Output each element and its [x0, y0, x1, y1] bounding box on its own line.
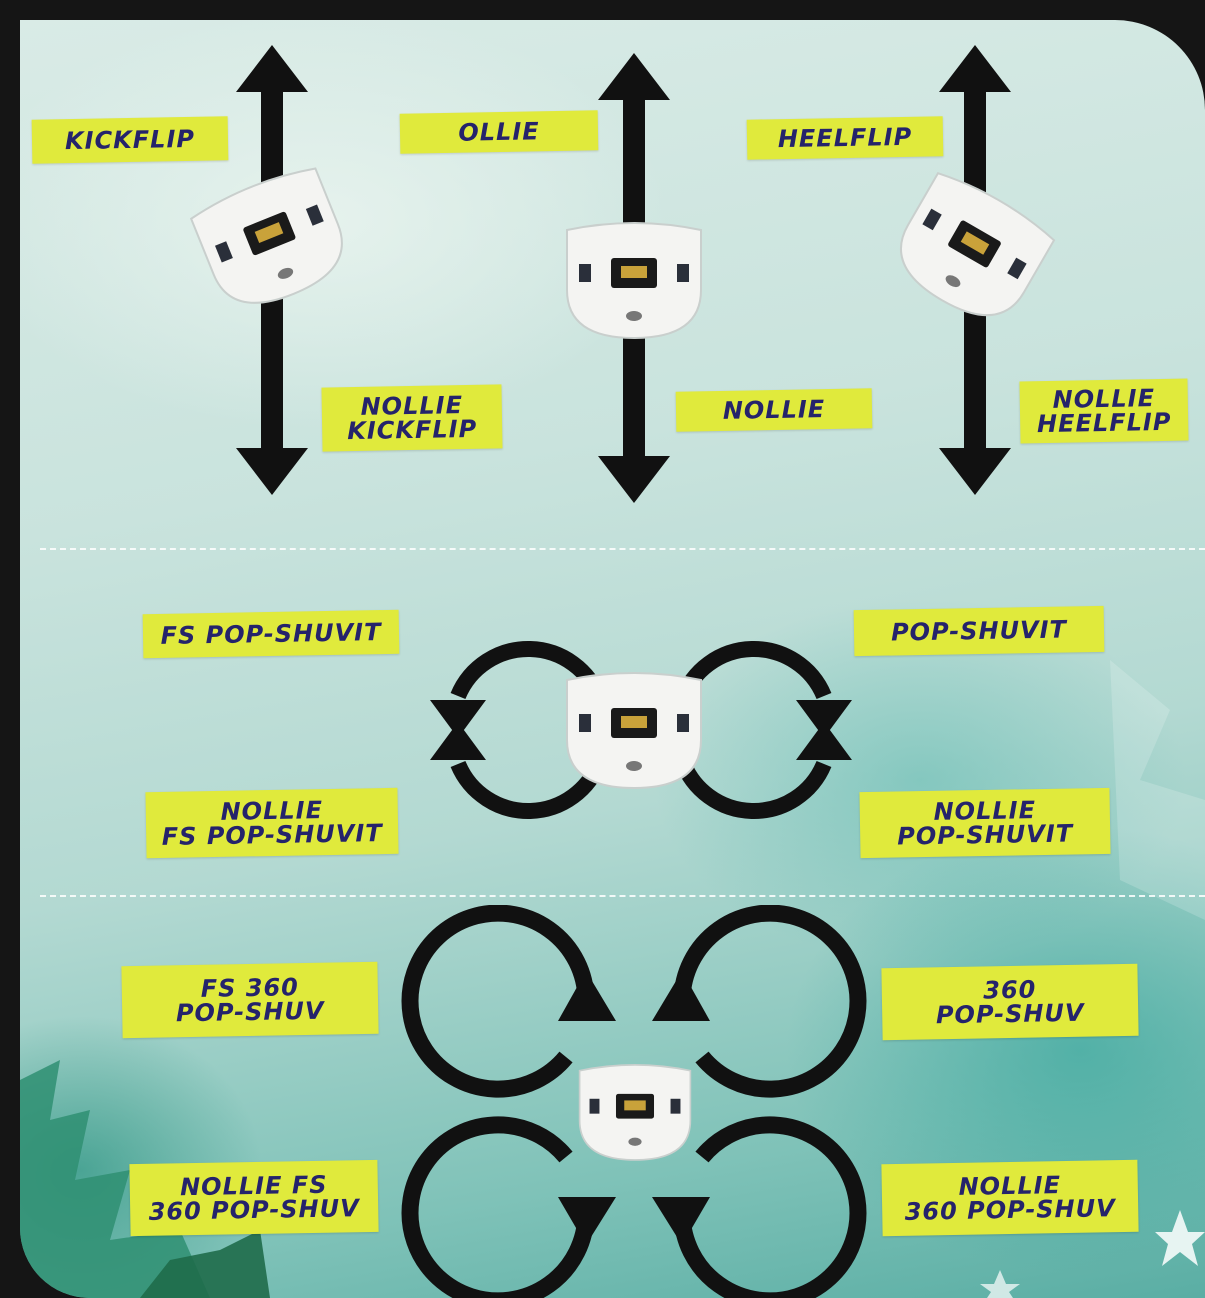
- label-ollie: OLLIE: [400, 110, 599, 153]
- label-heelflip: HEELFLIP: [747, 116, 944, 159]
- label-360-pop-shuv: 360 POP-SHUV: [881, 964, 1138, 1040]
- label-fs-pop-shuvit: FS POP-SHUVIT: [143, 610, 400, 658]
- wii-remote-bottom-icon: [559, 670, 709, 790]
- label-pop-shuvit: POP-SHUVIT: [854, 606, 1105, 656]
- controls-panel: KICKFLIP OLLIE HEELFLIP NOLLIE KICKFLIP …: [20, 20, 1205, 1298]
- label-nollie: NOLLIE: [676, 388, 873, 431]
- circular-arrow-icon: [682, 1125, 858, 1298]
- label-nollie-fs-pop-shuvit: NOLLIE FS POP-SHUVIT: [145, 788, 398, 858]
- label-nollie-heelflip: NOLLIE HEELFLIP: [1019, 379, 1188, 444]
- circular-arrow-icon: [410, 1125, 586, 1298]
- label-fs-360-pop-shuv: FS 360 POP-SHUV: [121, 962, 378, 1038]
- label-fs-pop-shuvit-text: FS POP-SHUVIT: [160, 620, 381, 648]
- label-heelflip-text: HEELFLIP: [778, 125, 913, 151]
- label-pop-shuvit-text: POP-SHUVIT: [891, 617, 1067, 644]
- label-kickflip-text: KICKFLIP: [65, 127, 195, 153]
- section-divider-2: [40, 895, 1205, 897]
- label-nollie-text: NOLLIE: [723, 397, 826, 423]
- label-nollie-pop-shuvit: NOLLIE POP-SHUVIT: [859, 788, 1110, 858]
- label-kickflip: KICKFLIP: [32, 116, 229, 163]
- label-360-pop-shuv-text: 360 POP-SHUV: [935, 977, 1084, 1028]
- label-nollie-heelflip-text: NOLLIE HEELFLIP: [1036, 386, 1171, 436]
- wii-remote-bottom-icon: [559, 220, 709, 340]
- label-nollie-fs-360-pop-shuv: NOLLIE FS 360 POP-SHUV: [129, 1160, 378, 1236]
- label-nollie-360-pop-shuv-text: NOLLIE 360 POP-SHUV: [904, 1172, 1116, 1224]
- circular-arrow-icon: [410, 913, 586, 1089]
- label-nollie-kickflip: NOLLIE KICKFLIP: [321, 384, 502, 451]
- wii-remote-bottom-icon: [573, 1062, 697, 1162]
- label-ollie-text: OLLIE: [458, 119, 540, 144]
- label-nollie-fs-360-pop-shuv-text: NOLLIE FS 360 POP-SHUV: [148, 1172, 360, 1224]
- label-nollie-pop-shuvit-text: NOLLIE POP-SHUVIT: [897, 797, 1074, 848]
- label-fs-360-pop-shuv-text: FS 360 POP-SHUV: [175, 975, 324, 1026]
- section-divider-1: [40, 548, 1205, 550]
- label-nollie-fs-pop-shuvit-text: NOLLIE FS POP-SHUVIT: [161, 797, 383, 849]
- label-nollie-360-pop-shuv: NOLLIE 360 POP-SHUV: [881, 1160, 1138, 1236]
- circular-arrow-icon: [682, 913, 858, 1089]
- label-nollie-kickflip-text: NOLLIE KICKFLIP: [347, 393, 478, 443]
